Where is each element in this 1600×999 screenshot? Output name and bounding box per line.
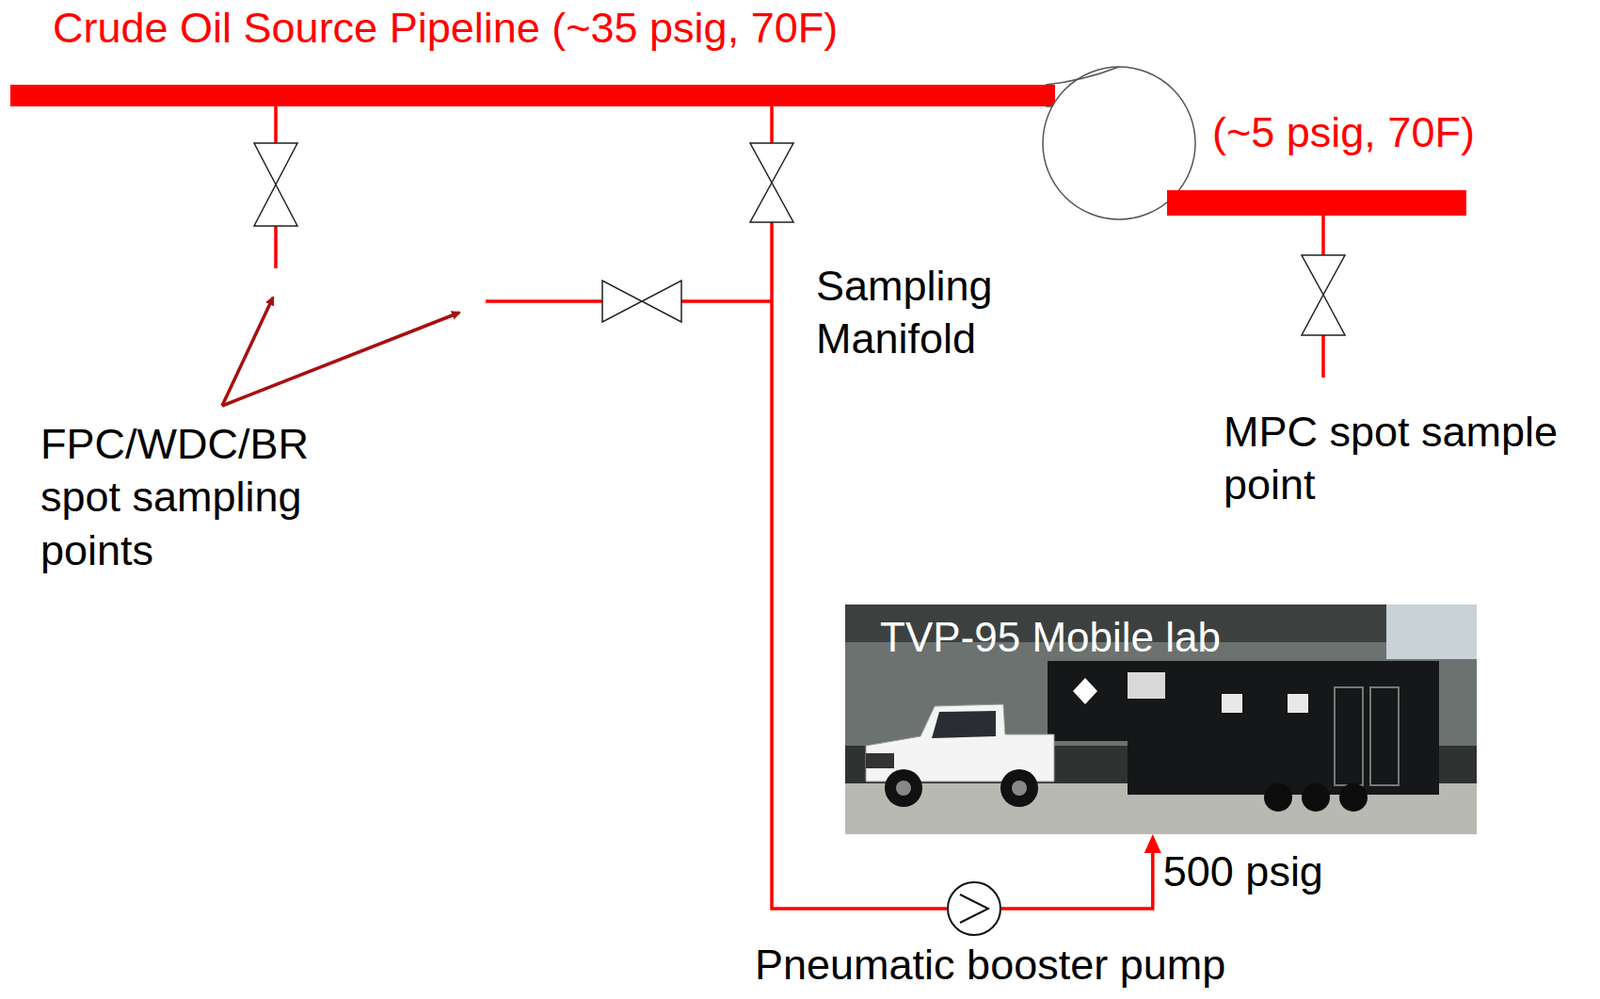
valve-symbol [1301, 255, 1345, 336]
truck-wheel [1000, 768, 1039, 807]
truck-body [865, 704, 1055, 782]
pump-volute [1045, 105, 1053, 108]
pump-label: Pneumatic booster pump [754, 941, 1226, 989]
truck-hub [1011, 780, 1027, 796]
booster-pump-node: Pneumatic booster pump [946, 880, 1002, 936]
sky [1386, 604, 1477, 659]
trailer [1047, 660, 1440, 795]
annotation-label: FPC/WDC/BR spot sampling points [40, 417, 352, 577]
pressure-label: 500 psig [1161, 846, 1326, 897]
pump-volute [1045, 66, 1120, 85]
truck-grille [865, 752, 895, 768]
trailer-vent [1127, 672, 1166, 699]
connector-line [1001, 850, 1153, 909]
trailer-door [1334, 687, 1363, 785]
booster-pump-symbol [947, 881, 1001, 935]
hazard-placard [1072, 677, 1098, 704]
valve-symbol [750, 143, 794, 223]
lab-label: TVP-95 Mobile lab [880, 613, 1221, 662]
annotation-label: (~5 psig, 70F) [1212, 108, 1475, 158]
truck-wheel [884, 768, 923, 807]
source-pipeline [10, 84, 1056, 107]
truck-window [931, 710, 996, 738]
trailer-window [1221, 693, 1243, 713]
trailer-wheel [1301, 783, 1330, 812]
trailer-wheel [1339, 783, 1368, 812]
trailer-wheel [1264, 783, 1293, 812]
valve-symbol [254, 143, 298, 226]
mobile-lab-node: TVP-95 Mobile lab [845, 604, 1477, 834]
annotation-label: MPC spot sample point [1223, 405, 1591, 512]
leader-arrow [222, 312, 460, 406]
booster-pump-symbol [960, 894, 989, 923]
mobile-lab-photo [845, 604, 1477, 834]
valve-symbol [602, 280, 682, 322]
flow-connector [1001, 833, 1162, 909]
annotation-label: Sampling Manifold [816, 259, 1061, 367]
annotation-label: Crude Oil Source Pipeline (~35 psig, 70F… [52, 3, 838, 53]
discharge-pipeline [1167, 190, 1467, 216]
trailer-door [1370, 687, 1399, 785]
trailer-window [1287, 693, 1309, 713]
truck-hub [896, 780, 912, 796]
photo-ground [845, 604, 1477, 834]
connector-arrowhead [1144, 833, 1162, 853]
